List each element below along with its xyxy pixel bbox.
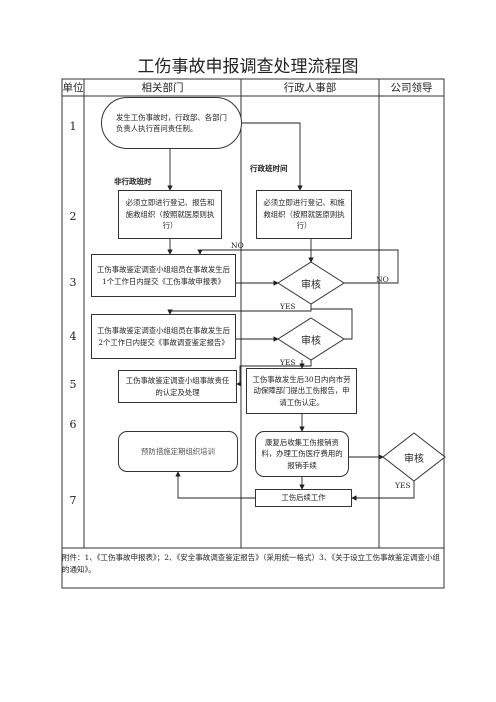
yes-label-2: YES [280,358,296,367]
header-dept: 相关部门 [141,82,184,94]
start-box: 发生工伤事故时，行政部、各部门负责人执行首问责任制。 [101,97,242,149]
row-label-1: 1 [69,120,77,133]
reimbursement-box: 康复后收集工伤报销资料，办理工伤医疗费用的报销手续 [255,431,349,477]
decision-label-6: 审核 [404,454,424,465]
prevention-box: 预防措施定期组织培训 [118,431,238,472]
followup-box: 工伤后续工作 [255,489,352,507]
header-leader: 公司领导 [390,82,433,94]
non-office-hours-label: 非行政班时 [114,177,152,186]
office-hours-label: 行政班时间 [250,164,288,173]
row-label-2: 2 [69,210,77,223]
row-label-7: 7 [69,494,77,507]
yes-label-1: YES [280,302,296,311]
decision-label-3: 审核 [301,280,321,291]
decision-label-4: 审核 [301,336,321,347]
admin-register-box: 必须立即进行登记、和施救组织（按照就医原则执行） [256,190,352,239]
header-unit: 单位 [62,82,84,94]
row-label-5: 5 [69,378,77,391]
no-label-2: NO [376,275,389,284]
header-admin: 行政人事部 [283,82,337,94]
row-label-4: 4 [69,330,77,343]
page-title: 工伤事故申报调查处理流程图 [137,57,359,77]
yes-label-3: YES [395,481,411,490]
row-label-6: 6 [69,418,77,431]
table-frame [61,78,445,589]
row-label-3: 3 [69,276,77,289]
report-form-box: 工伤事故鉴定调查小组组员在事故发生后1个工作日内提交《工伤事故申报表》 [91,254,236,297]
investigation-report-box: 工伤事故鉴定调查小组组员在事故发生后2个工作日内提交《事故调查鉴定报告》 [91,314,236,359]
labor-report-box: 工伤事故发生后30日内向市劳动保障部门提出工伤报告，申请工伤认定。 [246,368,357,414]
footer-attachments: 附件：1、《工伤事故申报表》；2、《安全事故调查鉴定报告》（采用统一格式）3、《… [62,553,441,574]
dept-register-box: 必须立即进行登记、报告和施救组织（按照就医原则执行） [118,190,222,239]
responsibility-box: 工伤事故鉴定调查小组事故责任的认定及处理 [118,370,237,403]
no-label-1: NO [231,241,244,250]
